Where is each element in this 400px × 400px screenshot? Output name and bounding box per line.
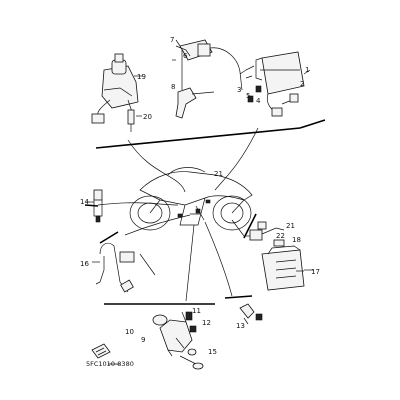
part-label-2: 2 <box>300 80 304 88</box>
part-label-18: 18 <box>292 236 301 244</box>
bottom-right-divider <box>224 295 253 299</box>
front-wheel <box>212 195 252 231</box>
left-sensor-divider <box>84 204 99 207</box>
part-label-16: 16 <box>80 260 89 268</box>
part-label-17: 17 <box>311 268 320 276</box>
part-label-1: 1 <box>305 66 309 74</box>
small-connector-icon <box>91 343 111 359</box>
right-side-divider <box>243 213 257 239</box>
part-label-7: 7 <box>170 36 174 44</box>
top-divider-line <box>95 119 326 149</box>
section-dividers <box>84 119 326 305</box>
bike-body <box>139 171 253 206</box>
part-label-8: 8 <box>171 83 175 91</box>
bracket-switch-assembly <box>152 311 204 370</box>
part-label-3: 3 <box>237 86 241 94</box>
motorcycle-illustration <box>129 167 253 231</box>
part-label-13: 13 <box>236 322 245 330</box>
part-label-19: 19 <box>137 73 146 81</box>
part-label-5: 5 <box>246 92 250 100</box>
callout-lines <box>108 59 304 365</box>
left-side-divider <box>99 231 119 244</box>
part-label-4: 4 <box>256 97 261 105</box>
main-switch-assembly <box>91 53 142 132</box>
part-label-20: 20 <box>143 113 152 121</box>
clip-assembly <box>239 303 263 325</box>
part-label-22: 22 <box>276 232 285 240</box>
rectifier-assembly <box>249 221 314 291</box>
part-label-14: 14 <box>80 198 89 206</box>
part-label-12: 12 <box>202 319 211 327</box>
diagram-code: 5FC1010-8380 <box>86 360 134 368</box>
part-label-21-bike: 21 <box>214 170 223 178</box>
wire-lead-assembly <box>92 242 135 293</box>
rear-wheel <box>129 195 171 231</box>
cdi-unit-assembly <box>239 51 311 117</box>
fuel-tank <box>167 167 206 176</box>
part-label-21-rectifier: 21 <box>286 222 295 230</box>
sensor-assembly <box>86 189 103 223</box>
ignition-coil-assembly <box>175 39 243 119</box>
part-label-6: 6 <box>183 52 188 60</box>
part-label-10: 10 <box>125 328 134 336</box>
part-label-15: 15 <box>208 348 217 356</box>
part-label-11: 11 <box>192 307 201 315</box>
part-number-labels: 1 2 3 4 5 6 7 8 9 10 11 12 13 14 15 16 1… <box>80 36 320 356</box>
part-label-9: 9 <box>141 336 145 344</box>
